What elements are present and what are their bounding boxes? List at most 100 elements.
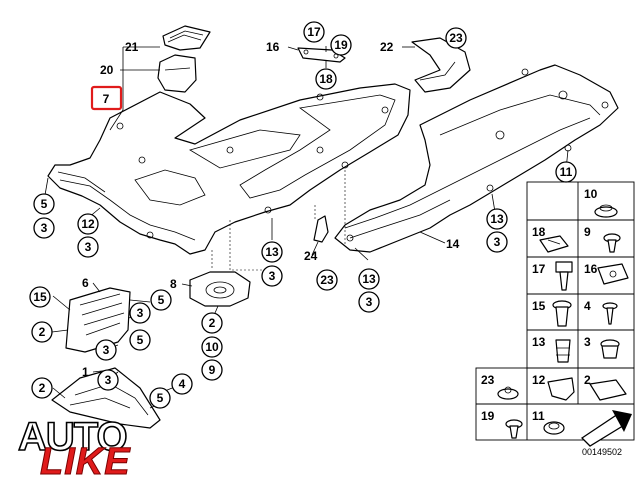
air-duct-top [162, 25, 211, 51]
air-duct-lower [157, 54, 197, 93]
circled-callout-3h: 3 [97, 369, 119, 391]
legend-num-3: 3 [584, 335, 591, 349]
svg-text:10: 10 [205, 340, 219, 354]
callout-21: 21 [125, 40, 139, 54]
svg-text:3: 3 [105, 373, 112, 387]
circled-callout-5c: 5 [129, 329, 151, 351]
fastener-clip-2 [589, 379, 627, 401]
bracket-24 [313, 215, 329, 243]
circled-callout-19: 19 [330, 34, 352, 56]
watermark-logo: AUTO LIKE [17, 414, 131, 480]
circled-callout-2a: 2 [201, 312, 223, 334]
svg-text:13: 13 [490, 212, 504, 226]
circled-callout-3f: 3 [129, 302, 151, 324]
circled-callout-18: 18 [315, 68, 337, 90]
svg-text:5: 5 [137, 333, 144, 347]
legend-num-15: 15 [532, 299, 546, 313]
underbody-panel-right [334, 64, 619, 253]
legend-num-12: 12 [532, 373, 546, 387]
circled-callout-5d: 5 [149, 387, 171, 409]
air-duct-6 [65, 287, 131, 353]
callout-22: 22 [380, 40, 394, 54]
lower-guard-1 [51, 367, 161, 429]
callout-24: 24 [304, 249, 318, 263]
svg-text:18: 18 [319, 72, 333, 86]
svg-text:5: 5 [41, 197, 48, 211]
svg-text:2: 2 [39, 325, 46, 339]
svg-text:3: 3 [494, 235, 501, 249]
legend-num-11: 11 [532, 409, 545, 423]
drawing-code: 00149502 [582, 447, 622, 457]
svg-text:23: 23 [449, 31, 463, 45]
circled-callout-12: 12 [77, 213, 99, 235]
fastener-clip-12 [547, 377, 575, 401]
callout-16: 16 [266, 40, 280, 54]
svg-text:13: 13 [362, 272, 376, 286]
fastener-rivet-15 [552, 300, 572, 327]
legend-num-10: 10 [584, 187, 598, 201]
circled-callout-3a: 3 [33, 217, 55, 239]
underbody-panel-left [47, 83, 411, 255]
svg-text:9: 9 [209, 363, 216, 377]
watermark-word-auto: AUTO [18, 415, 127, 459]
circled-callout-3c: 3 [261, 265, 283, 287]
legend-num-19: 19 [481, 409, 495, 423]
legend-num-18: 18 [532, 225, 546, 239]
callout-14: 14 [446, 237, 460, 251]
fastener-nut-3 [600, 339, 620, 359]
circled-callout-23-mid: 23 [316, 269, 338, 291]
fastener-clip-23 [497, 386, 519, 400]
svg-text:5: 5 [157, 391, 164, 405]
circled-callout-5b: 5 [150, 289, 172, 311]
fastener-screw-4 [602, 302, 618, 325]
callout-20: 20 [100, 63, 114, 77]
fastener-washer-10 [594, 204, 618, 218]
circled-callout-10: 10 [201, 336, 223, 358]
circled-callout-13b: 13 [358, 268, 380, 290]
circled-callout-2b: 2 [31, 321, 53, 343]
svg-text:12: 12 [81, 217, 95, 231]
fastener-bolt-17 [555, 261, 573, 291]
legend-num-16: 16 [584, 262, 598, 276]
svg-text:13: 13 [265, 245, 279, 259]
fastener-nut-16 [597, 263, 629, 285]
svg-text:3: 3 [85, 240, 92, 254]
callout-6: 6 [82, 276, 89, 290]
mount-plate-8 [189, 271, 251, 307]
fastener-screw-19 [505, 419, 523, 439]
highlight-box-7 [90, 85, 123, 111]
circled-callout-3d: 3 [358, 291, 380, 313]
circled-callout-13a: 13 [261, 241, 283, 263]
legend-num-13: 13 [532, 335, 546, 349]
fastener-legend: 10 18 9 17 16 15 4 13 3 23 12 2 19 11 00… [475, 181, 635, 457]
callout-7: 7 [103, 92, 110, 106]
circled-callout-23-top: 23 [445, 27, 467, 49]
arrow-symbol [580, 410, 632, 447]
circled-callout-11: 11 [555, 161, 577, 183]
circled-callout-4: 4 [171, 373, 193, 395]
watermark-word-like: LIKE [40, 441, 131, 480]
reference-lines [211, 170, 346, 271]
circled-callout-9: 9 [201, 359, 223, 381]
legend-num-2: 2 [584, 373, 591, 387]
fastener-screw-9 [603, 233, 621, 253]
svg-text:4: 4 [179, 377, 186, 391]
circled-callout-2c: 2 [31, 377, 53, 399]
svg-text:15: 15 [33, 290, 47, 304]
svg-text:3: 3 [137, 306, 144, 320]
svg-text:3: 3 [269, 269, 276, 283]
fastener-clip-18 [539, 235, 569, 253]
legend-num-17: 17 [532, 262, 546, 276]
callouts: 21 20 16 22 8 6 1 24 14 7 17 19 18 23 11… [29, 21, 577, 409]
svg-text:2: 2 [39, 381, 46, 395]
svg-text:11: 11 [560, 165, 573, 179]
fastener-clip-13 [555, 339, 571, 363]
legend-num-23: 23 [481, 373, 495, 387]
legend-num-4: 4 [584, 299, 591, 313]
circled-callout-15: 15 [29, 286, 51, 308]
svg-text:3: 3 [103, 343, 110, 357]
circled-callout-13c: 13 [486, 208, 508, 230]
svg-text:3: 3 [366, 295, 373, 309]
svg-text:2: 2 [209, 316, 216, 330]
